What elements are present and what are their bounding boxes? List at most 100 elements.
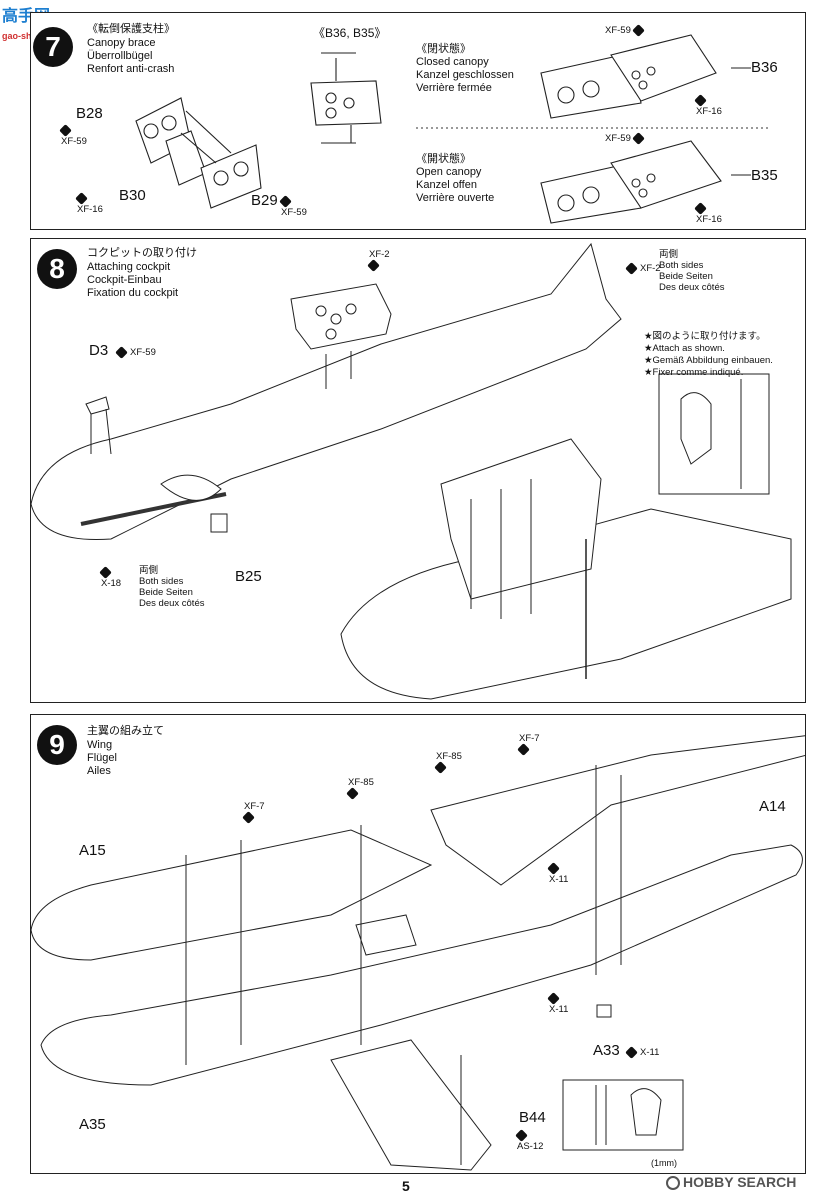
step-7-closed-jp: 《閉状態》 [416,43,471,55]
paint-code: AS-12 [517,1141,544,1152]
step-7-title-de: Überrollbügel [87,50,153,62]
step-8-drawing [31,242,792,700]
step-8-number: 8 [37,249,77,289]
step-7-center-label: 《B36, B35》 [313,26,387,40]
hobby-search-logo-icon [666,1176,680,1191]
paint-xf59-b29: XF-59 [279,195,307,218]
paint-code: XF-59 [605,133,631,144]
paint-code: XF-7 [519,733,540,744]
step-8-title-de: Cockpit-Einbau [87,274,162,286]
paint-code: XF-85 [436,751,462,762]
paint-drop-icon [515,1129,528,1142]
step-8-title-en: Attaching cockpit [87,261,171,273]
paint-xf16-b30: XF-16 [75,192,103,215]
paint-code: XF-59 [605,25,631,36]
paint-drop-icon [631,24,645,37]
step-7-open-de: Kanzel offen [416,179,477,191]
paint-code: XF-2 [640,263,661,274]
paint-code: XF-59 [61,136,87,147]
part-b28-label: B28 [76,105,103,122]
step-7-open-en: Open canopy [416,166,482,178]
step-9-title-fr: Ailes [87,765,111,777]
step-9-number: 9 [37,725,77,765]
step-8-title-fr: Fixation du cockpit [87,287,179,299]
step-7-closed-de: Kanzel geschlossen [416,69,514,81]
both-sides-right-de: Beide Seiten [659,271,713,282]
paint-xf2-tail: XF-2 [625,262,661,275]
paint-drop-icon [99,566,112,579]
paint-drop-icon [346,787,359,800]
paint-drop-icon [625,262,638,275]
note-fr: ★Fixer comme indiqué. [644,367,744,378]
paint-code: XF-59 [281,207,307,218]
paint-code: XF-16 [696,106,722,117]
paint-code: XF-16 [696,214,722,225]
paint-code: X-18 [101,578,122,589]
step-7-drawing [135,34,771,224]
part-d3-label: D3 [89,342,109,359]
both-sides-right-jp: 両側 [659,249,679,260]
paint-xf7-right: XF-7 [517,733,540,756]
paint-xf16-b35: XF-16 [694,202,722,225]
paint-code: XF-7 [244,801,265,812]
step-7-title-fr: Renfort anti-crash [87,63,175,75]
paint-xf59-d3: XF-59 [115,346,156,359]
paint-x11-mid: X-11 [547,992,568,1015]
step-9-panel: 9 主翼の組み立て Wing Flügel Ailes XF-7 XF-85 X… [30,714,806,1174]
part-b36-label: B36 [751,59,778,76]
paint-code: X-11 [549,874,569,885]
step-9-title-jp: 主翼の組み立て [87,725,164,737]
step-8-title-jp: コクピットの取り付け [87,247,197,259]
paint-drop-icon [367,259,380,272]
both-sides-right-en: Both sides [659,260,704,271]
part-b29-label: B29 [251,192,278,209]
note-jp: ★図のように取り付けます。 [644,331,766,342]
paint-x18: X-18 [99,566,122,589]
step-9-drawing [31,735,805,1171]
both-sides-left-fr: Des deux côtés [139,598,205,609]
step-7-title-jp: 《転倒保護支柱》 [87,23,175,35]
part-b35-label: B35 [751,167,778,184]
both-sides-right-fr: Des deux côtés [659,282,725,293]
part-a15-label: A15 [79,842,106,859]
paint-drop-icon [517,743,530,756]
paint-xf2-cockpit: XF-2 [367,249,390,272]
step-7-panel: 7 《転倒保護支柱》 Canopy brace Überrollbügel Re… [30,12,806,230]
paint-xf59-b28: XF-59 [59,124,87,147]
paint-xf7-left: XF-7 [242,801,265,824]
page-number: 5 [402,1178,410,1194]
paint-drop-icon [115,346,128,359]
step-9-title-de: Flügel [87,752,117,764]
part-b30-label: B30 [119,187,146,204]
paint-drop-icon [434,761,447,774]
step-7-number: 7 [33,27,73,67]
paint-xf85-right: XF-85 [434,751,462,774]
paint-code: X-11 [640,1047,660,1058]
step-7-open-jp: 《開状態》 [416,153,471,165]
paint-xf59-b36: XF-59 [605,24,647,37]
both-sides-left-en: Both sides [139,576,184,587]
step-7-title-en: Canopy brace [87,37,156,49]
paint-drop-icon [59,124,72,137]
step-7-closed-en: Closed canopy [416,56,489,68]
paint-drop-icon [694,94,707,107]
watermark-text: HOBBY SEARCH [683,1174,797,1190]
paint-drop-icon [694,202,707,215]
step-7-closed-fr: Verrière fermée [416,82,492,94]
paint-drop-icon [547,862,560,875]
paint-drop-icon [75,192,88,205]
note-de: ★Gemäß Abbildung einbauen. [644,355,773,366]
paint-code: XF-85 [348,777,374,788]
part-b44-label: B44 [519,1109,546,1126]
step-8-panel: 8 コクピットの取り付け Attaching cockpit Cockpit-E… [30,238,806,703]
paint-as12: AS-12 [515,1129,544,1152]
part-a35-label: A35 [79,1116,106,1133]
paint-code: XF-2 [369,249,390,260]
paint-xf59-b35: XF-59 [605,132,647,145]
step-7-open-fr: Verrière ouverte [416,192,495,204]
part-b25-label: B25 [235,568,262,585]
paint-xf85-left: XF-85 [346,777,374,800]
step-9-title-en: Wing [87,739,113,751]
scale-note: (1mm) [651,1158,677,1168]
both-sides-left-de: Beide Seiten [139,587,193,598]
